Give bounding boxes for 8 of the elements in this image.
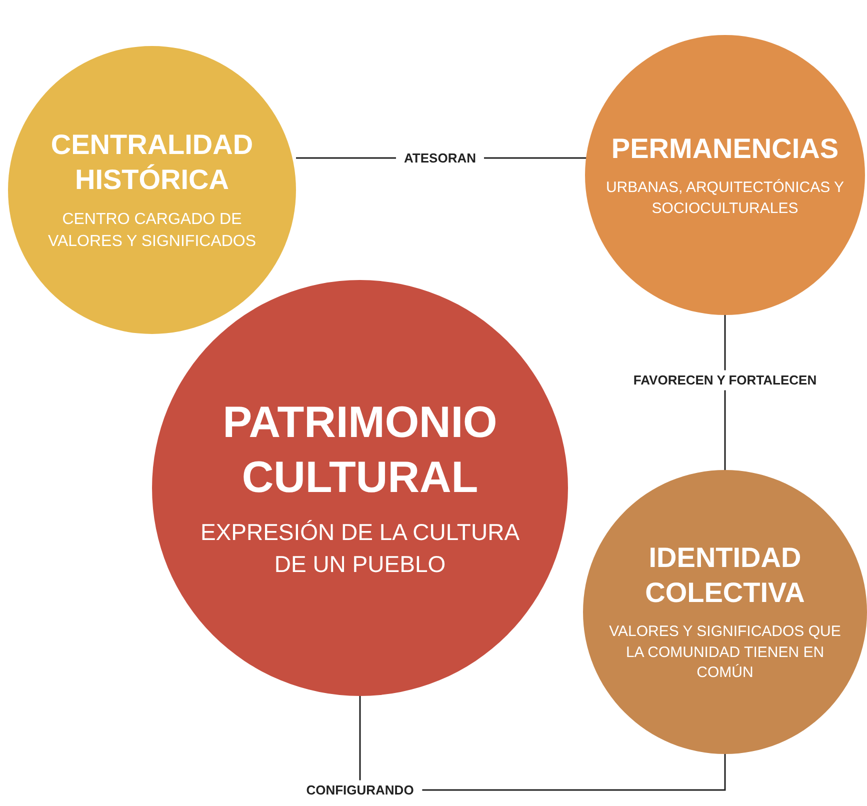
- circle-description: VALORES Y SIGNIFICADOS QUE LA COMUNIDAD TIENEN EN COMÚN: [608, 622, 842, 684]
- circle-heading: CENTRALIDAD HISTÓRICA: [50, 128, 254, 197]
- circle-heading: PERMANENCIAS: [610, 132, 840, 166]
- circle-heading: PATRIMONIO CULTURAL: [222, 397, 498, 504]
- circle-description: CENTRO CARGADO DE VALORES Y SIGNIFICADOS: [46, 210, 258, 252]
- circle-description: EXPRESIÓN DE LA CULTURA DE UN PUEBLO: [199, 518, 521, 579]
- circle-heading: IDENTIDAD COLECTIVA: [644, 541, 806, 610]
- circle-description: URBANAS, ARQUITECTÓNICAS Y SOCIOCULTURALES: [604, 178, 846, 218]
